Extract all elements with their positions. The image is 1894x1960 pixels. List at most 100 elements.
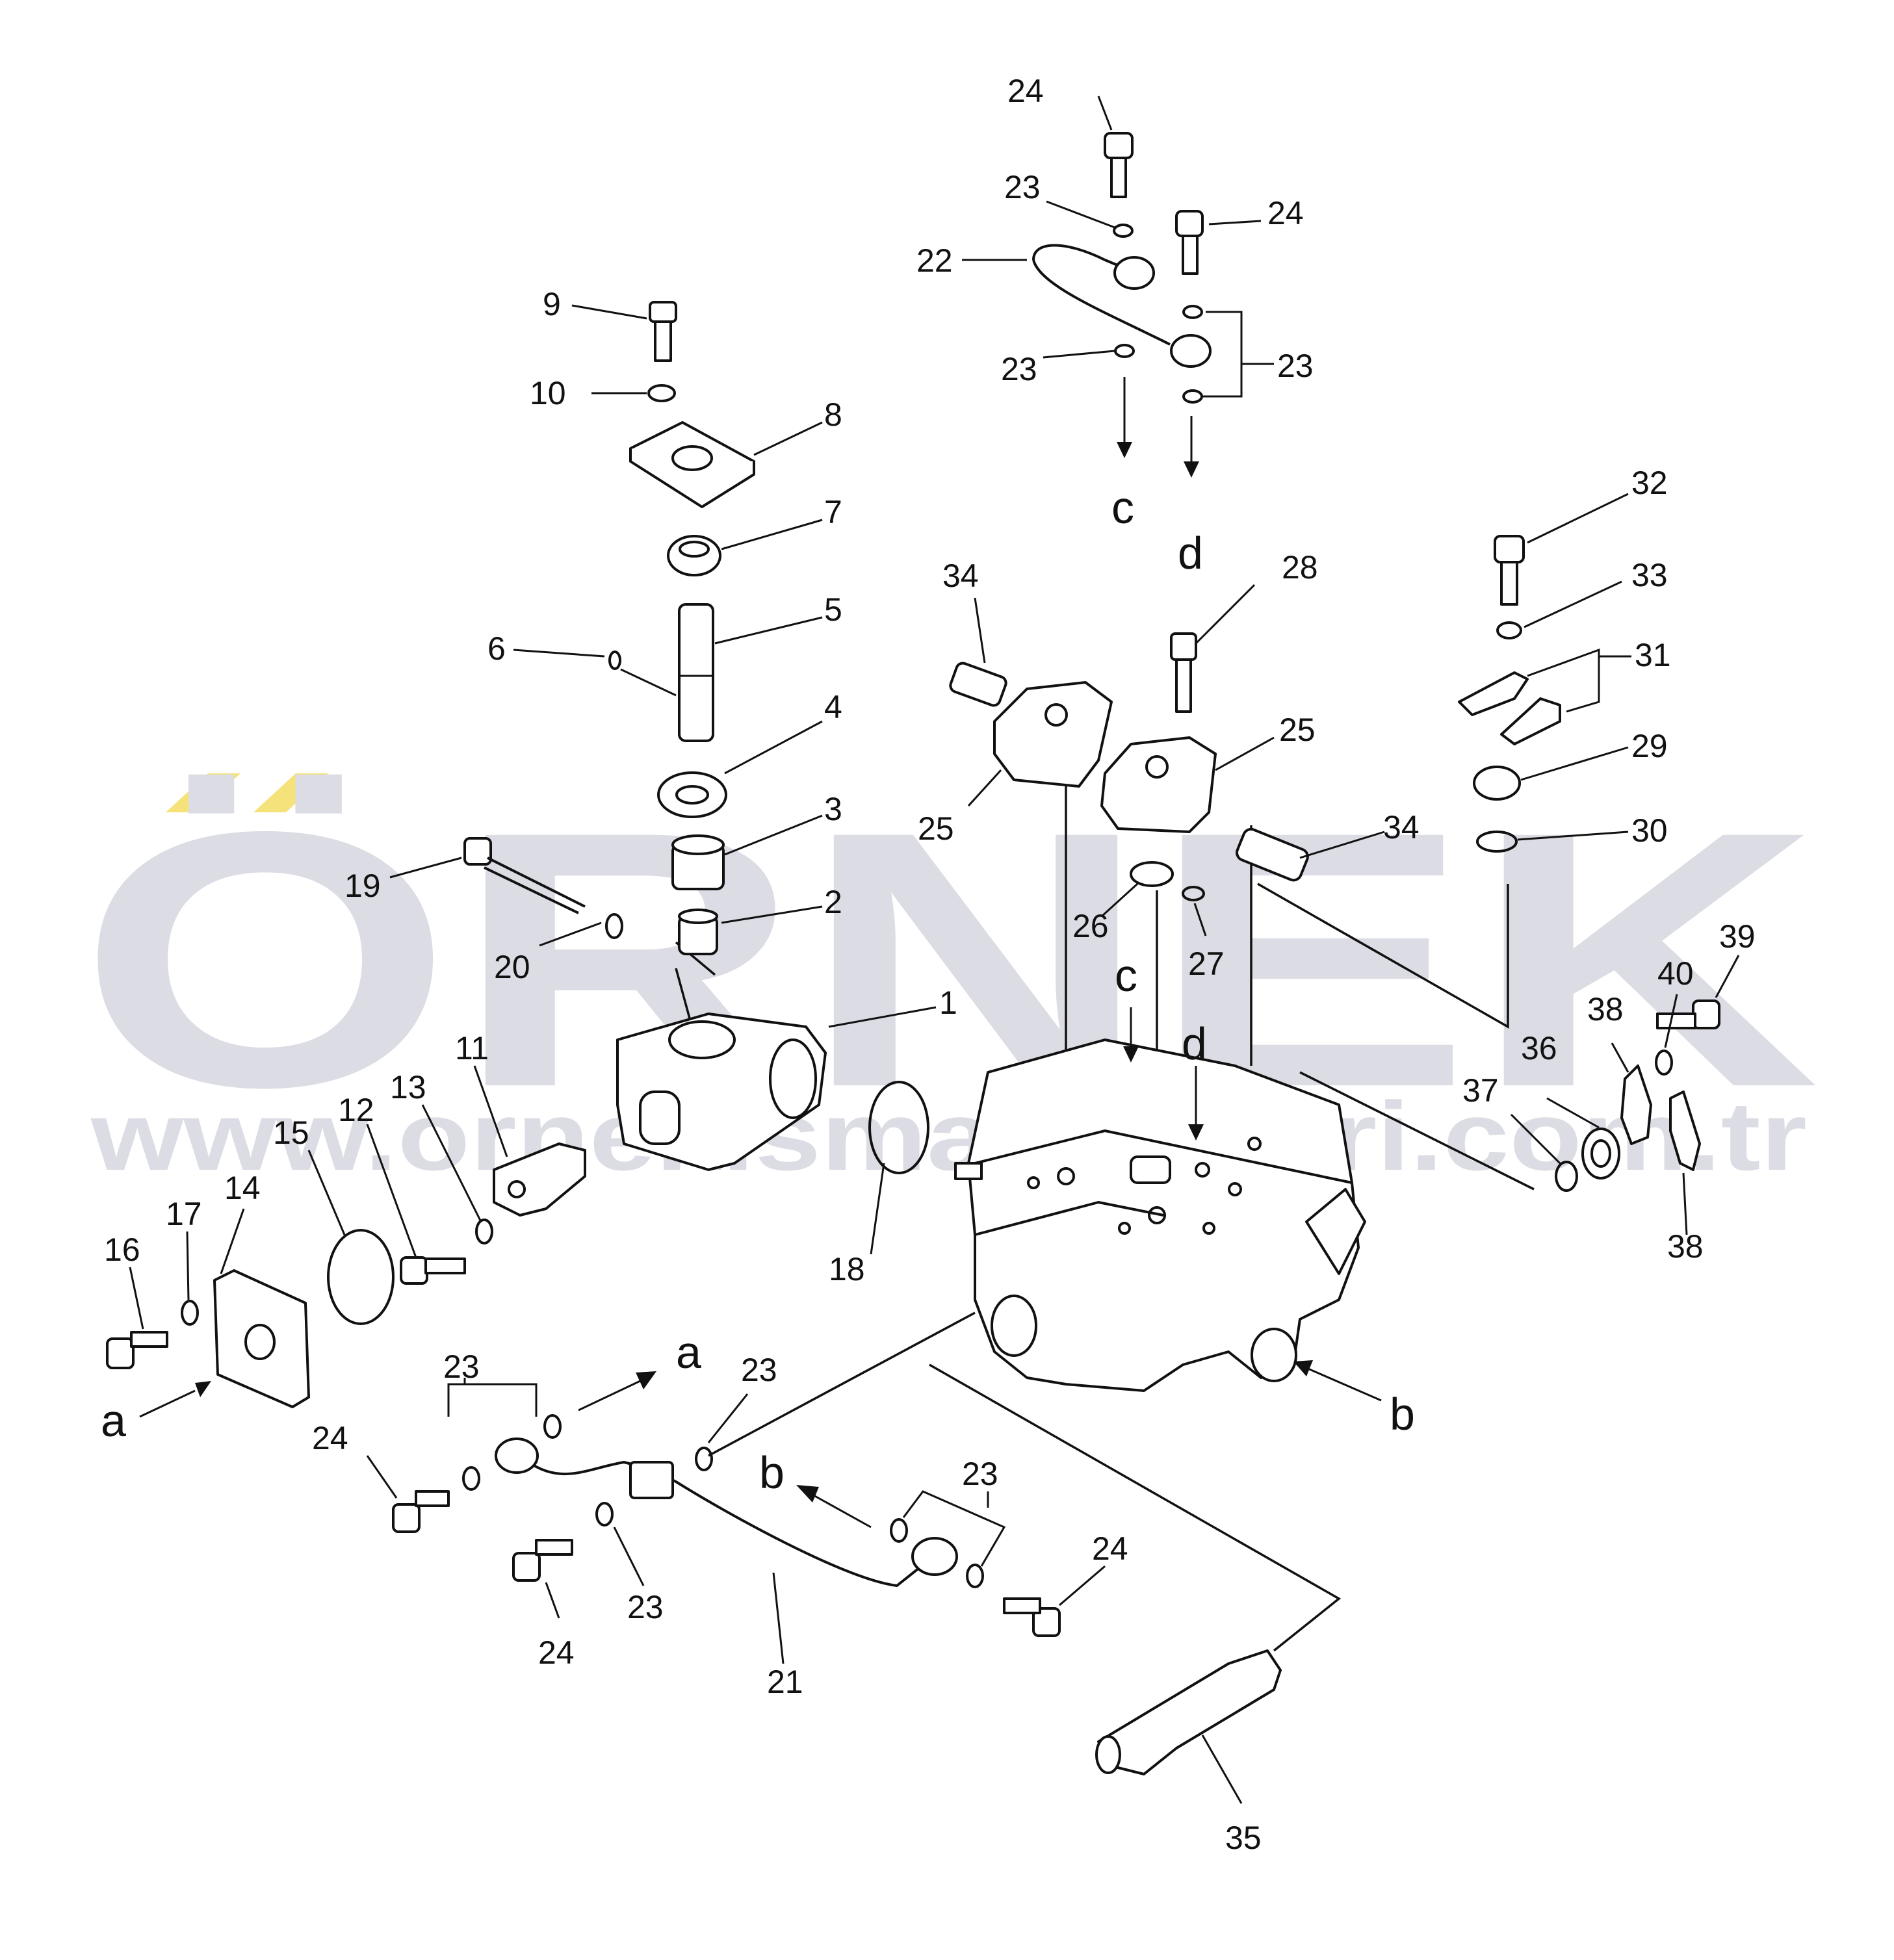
label-part-19: 19 bbox=[344, 868, 381, 904]
part-35-relief-valve bbox=[1095, 1649, 1282, 1775]
label-part-34-top: 34 bbox=[942, 558, 979, 594]
line-body-to-21 bbox=[708, 1311, 976, 1457]
valve-port-hole bbox=[1118, 1222, 1131, 1235]
label-part-23-pipe-lower: 23 bbox=[627, 1589, 664, 1625]
part-36-seal bbox=[1581, 1128, 1620, 1180]
part-30-o-ring bbox=[1476, 831, 1518, 853]
label-part-4: 4 bbox=[824, 689, 842, 725]
line-34-to-30 bbox=[1257, 883, 1509, 1029]
part-20-washer bbox=[605, 913, 623, 939]
label-part-16: 16 bbox=[104, 1231, 140, 1268]
part-6-pin bbox=[608, 651, 621, 670]
part-33-washer bbox=[1496, 621, 1522, 639]
marker-c-body: c bbox=[1115, 950, 1137, 1001]
watermark-url: www.ornekismakinalari.com.tr bbox=[90, 1081, 1807, 1191]
part-4-seal bbox=[657, 771, 727, 818]
part-16-bolt bbox=[106, 1331, 168, 1369]
part-2-bushing bbox=[678, 909, 718, 955]
valve-body-stub bbox=[954, 1162, 983, 1180]
part-34-plug-right bbox=[1236, 827, 1309, 882]
label-part-3: 3 bbox=[824, 791, 842, 827]
label-part-38-bottom: 38 bbox=[1667, 1228, 1704, 1265]
part-11-lever bbox=[493, 1142, 586, 1217]
valve-port-hole bbox=[1195, 1162, 1210, 1178]
o-rings-23-top bbox=[1113, 224, 1203, 404]
label-part-25-left: 25 bbox=[918, 810, 954, 847]
control-valve-body bbox=[954, 1038, 1366, 1392]
valve-body-port-right bbox=[1251, 1328, 1297, 1382]
line-body-to-35 bbox=[929, 1363, 1342, 1652]
part-17-washer bbox=[181, 1300, 199, 1326]
arrow-head bbox=[1293, 1360, 1313, 1376]
label-part-24-pipe-left: 24 bbox=[312, 1420, 348, 1456]
marker-a-cover: a bbox=[101, 1395, 126, 1446]
valve-port-hole bbox=[1148, 1206, 1166, 1224]
label-part-23-pipe-right: 23 bbox=[962, 1456, 998, 1492]
valve-port-hole bbox=[1228, 1182, 1242, 1196]
arrow-head bbox=[1188, 1124, 1204, 1141]
part-31-clamps bbox=[1458, 671, 1561, 745]
part-9-bolt bbox=[649, 301, 677, 362]
arrow-head bbox=[796, 1485, 819, 1502]
part-8-plate bbox=[629, 421, 755, 508]
watermark-logo: ÖRNEK bbox=[78, 756, 1820, 1163]
part-24-bolt-pipe-left bbox=[392, 1490, 450, 1533]
valve-body-side-cap bbox=[1305, 1188, 1366, 1275]
flow-arrows bbox=[139, 377, 1382, 1528]
label-part-17: 17 bbox=[166, 1196, 202, 1232]
valve-port-hole bbox=[1202, 1222, 1215, 1235]
label-part-11: 11 bbox=[455, 1030, 489, 1066]
label-part-13: 13 bbox=[390, 1069, 426, 1105]
part-1-housing bbox=[616, 1012, 827, 1171]
valve-port-hole bbox=[1247, 1137, 1262, 1151]
logo-accent-right bbox=[253, 773, 328, 812]
label-part-1: 1 bbox=[939, 985, 957, 1021]
part-21-pipe bbox=[495, 1438, 958, 1587]
label-part-10: 10 bbox=[530, 375, 566, 411]
label-part-18: 18 bbox=[829, 1251, 865, 1287]
label-part-25-right: 25 bbox=[1279, 712, 1316, 748]
label-part-32: 32 bbox=[1631, 465, 1668, 501]
label-part-22: 22 bbox=[916, 242, 953, 279]
part-24-bolt-top-left bbox=[1104, 132, 1134, 198]
valve-body-port-left bbox=[991, 1295, 1037, 1357]
part-5-shaft bbox=[678, 603, 714, 742]
watermark: ÖRNEK www.ornekismakinalari.com.tr bbox=[78, 756, 1820, 1191]
valve-port-hole bbox=[1027, 1176, 1040, 1189]
part-24-bolt-pipe-right bbox=[1003, 1597, 1061, 1637]
flow-marker-labels: c d c d a a b b bbox=[101, 482, 1415, 1498]
marker-b-body: b bbox=[1390, 1389, 1415, 1439]
label-part-8: 8 bbox=[824, 396, 842, 433]
valve-body-step bbox=[974, 1201, 1164, 1236]
part-34-plug-left bbox=[949, 662, 1007, 707]
label-part-24-pipe-right: 24 bbox=[1092, 1530, 1128, 1567]
label-part-9: 9 bbox=[543, 286, 561, 322]
label-part-5: 5 bbox=[824, 591, 842, 628]
part-37-o-ring bbox=[1555, 1161, 1578, 1192]
label-part-12: 12 bbox=[338, 1092, 374, 1128]
label-part-23-pipe-left: 23 bbox=[443, 1348, 480, 1385]
label-part-34-right: 34 bbox=[1383, 809, 1420, 845]
arrow-head bbox=[636, 1371, 656, 1389]
logo-accent-left bbox=[166, 773, 240, 812]
label-part-40: 40 bbox=[1657, 955, 1694, 992]
label-part-26: 26 bbox=[1072, 908, 1109, 944]
marker-d-body: d bbox=[1182, 1018, 1207, 1069]
part-28-bolt bbox=[1170, 632, 1197, 713]
arrow-head bbox=[1117, 442, 1132, 458]
marker-a-pipe: a bbox=[676, 1327, 701, 1378]
marker-b-pipe: b bbox=[759, 1447, 785, 1498]
label-part-35: 35 bbox=[1225, 1820, 1262, 1856]
part-13-washer bbox=[475, 1219, 493, 1244]
part-29-plug bbox=[1473, 766, 1521, 801]
part-25-cap-left bbox=[993, 681, 1113, 788]
line-body-to-37 bbox=[1299, 1071, 1535, 1191]
label-part-36: 36 bbox=[1521, 1030, 1557, 1066]
o-rings-23-bottom bbox=[462, 1414, 984, 1588]
label-part-2: 2 bbox=[824, 884, 842, 920]
label-part-24-top-right: 24 bbox=[1267, 195, 1304, 231]
leader-lines bbox=[129, 96, 1740, 1804]
label-part-6: 6 bbox=[487, 630, 506, 667]
part-14-cover bbox=[213, 1269, 310, 1408]
label-part-23-pipe-mid: 23 bbox=[741, 1352, 777, 1388]
